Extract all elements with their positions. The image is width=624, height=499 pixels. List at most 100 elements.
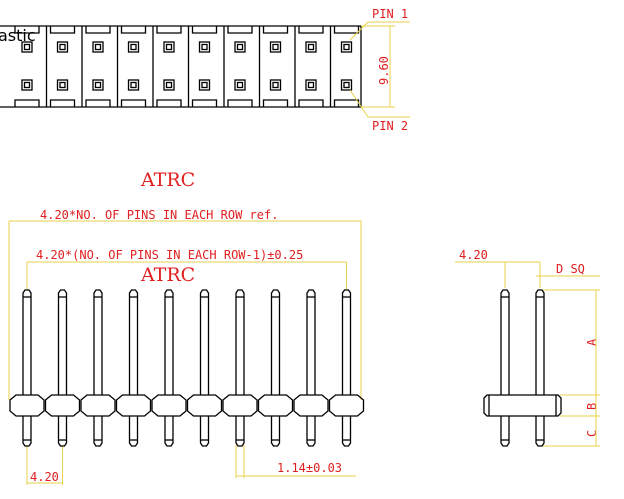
- front-pin-lower: [341, 416, 352, 447]
- front-housing-segment: [115, 394, 152, 417]
- top-notch: [298, 26, 324, 34]
- pin-square-dimension: D SQ: [556, 262, 585, 276]
- watermark-atrc-1: ATRC: [140, 169, 195, 191]
- top-pin-square: [21, 41, 33, 53]
- pin2-leader: [349, 89, 410, 118]
- top-pin-core: [236, 81, 244, 89]
- front-pin-lower: [306, 416, 316, 447]
- front-pin-upper: [270, 289, 281, 395]
- material-label: astic: [0, 26, 36, 45]
- top-pin-square: [305, 41, 317, 53]
- front-housing-segment: [293, 394, 329, 417]
- pitch-dimension: 4.20: [30, 470, 59, 484]
- top-pin-core: [236, 43, 244, 51]
- front-pin-lower: [128, 416, 139, 447]
- top-notch: [156, 99, 182, 107]
- front-pin-lower: [270, 416, 281, 447]
- top-notch: [120, 26, 147, 34]
- top-pin-core: [23, 81, 31, 89]
- top-pin-square: [198, 79, 211, 91]
- top-pin-core: [94, 81, 102, 89]
- top-pin-core: [343, 43, 350, 51]
- top-pin-core: [307, 43, 315, 51]
- watermark-atrc-2: ATRC: [140, 264, 195, 286]
- pin1-leader: [349, 21, 410, 41]
- side-pin-lower: [500, 416, 510, 447]
- top-notch: [49, 99, 76, 107]
- front-pin-upper: [199, 289, 210, 395]
- top-pin-square: [163, 41, 175, 53]
- top-notch: [120, 99, 147, 107]
- side-pin-upper: [500, 289, 510, 395]
- side-view: [455, 261, 600, 447]
- top-pin-core: [272, 43, 279, 51]
- front-pin-upper: [341, 289, 352, 395]
- top-notch: [14, 99, 40, 107]
- front-housing-segment: [257, 394, 294, 417]
- pin-width-dimension: 1.14±0.03: [277, 461, 342, 475]
- dimension-a: A: [585, 338, 599, 346]
- top-pin-square: [56, 41, 69, 53]
- top-pin-square: [234, 41, 246, 53]
- top-pin-core: [23, 43, 31, 51]
- top-pin-square: [340, 41, 353, 53]
- pin2-label: PIN 2: [372, 119, 408, 133]
- top-pin-core: [59, 81, 66, 89]
- front-pin-upper: [235, 289, 245, 395]
- side-pin-upper: [535, 289, 545, 395]
- side-housing: [483, 394, 562, 417]
- top-pin-square: [340, 79, 353, 91]
- overall-length-dimension: 4.20*NO. OF PINS IN EACH ROW ref.: [40, 208, 278, 222]
- front-housing-segment: [222, 394, 258, 417]
- side-pin-lower: [535, 416, 545, 447]
- top-notch: [191, 26, 218, 34]
- front-pin-upper: [128, 289, 139, 395]
- front-pin-upper: [164, 289, 174, 395]
- top-notch: [262, 99, 289, 107]
- front-pin-lower: [164, 416, 174, 447]
- top-notch: [227, 26, 253, 34]
- top-pin-square: [21, 79, 33, 91]
- top-pin-core: [201, 81, 208, 89]
- front-pin-lower: [93, 416, 103, 447]
- top-notch: [14, 26, 40, 34]
- top-pin-square: [127, 41, 140, 53]
- top-pin-core: [165, 43, 173, 51]
- front-pin-lower: [199, 416, 210, 447]
- top-notch: [333, 26, 360, 34]
- front-housing-segment: [9, 394, 45, 417]
- top-pin-square: [163, 79, 175, 91]
- top-pin-core: [307, 81, 315, 89]
- top-pin-core: [343, 81, 350, 89]
- top-pin-core: [272, 81, 279, 89]
- front-view: [8, 220, 365, 485]
- front-pin-lower: [57, 416, 68, 447]
- height-dimension: 9.60: [377, 56, 391, 85]
- top-notch: [156, 26, 182, 34]
- front-pin-upper: [57, 289, 68, 395]
- top-pin-square: [198, 41, 211, 53]
- front-housing-segment: [328, 394, 365, 417]
- front-pin-upper: [22, 289, 32, 395]
- pitch-span-dimension: 4.20*(NO. OF PINS IN EACH ROW-1)±0.25: [36, 248, 303, 262]
- top-pin-core: [201, 43, 208, 51]
- top-pin-square: [305, 79, 317, 91]
- front-housing-segment: [80, 394, 116, 417]
- pin1-label: PIN 1: [372, 7, 408, 21]
- top-notch: [85, 99, 111, 107]
- top-pin-square: [92, 79, 104, 91]
- top-pin-square: [56, 79, 69, 91]
- top-pin-square: [269, 79, 282, 91]
- front-pin-upper: [306, 289, 316, 395]
- front-housing-segment: [44, 394, 81, 417]
- front-housing-segment: [186, 394, 223, 417]
- top-pin-core: [165, 81, 173, 89]
- top-pin-square: [92, 41, 104, 53]
- top-notch: [85, 26, 111, 34]
- top-notch: [298, 99, 324, 107]
- dimension-c: C: [585, 430, 599, 437]
- top-notch: [191, 99, 218, 107]
- dimension-b: B: [585, 403, 599, 410]
- top-notch: [49, 26, 76, 34]
